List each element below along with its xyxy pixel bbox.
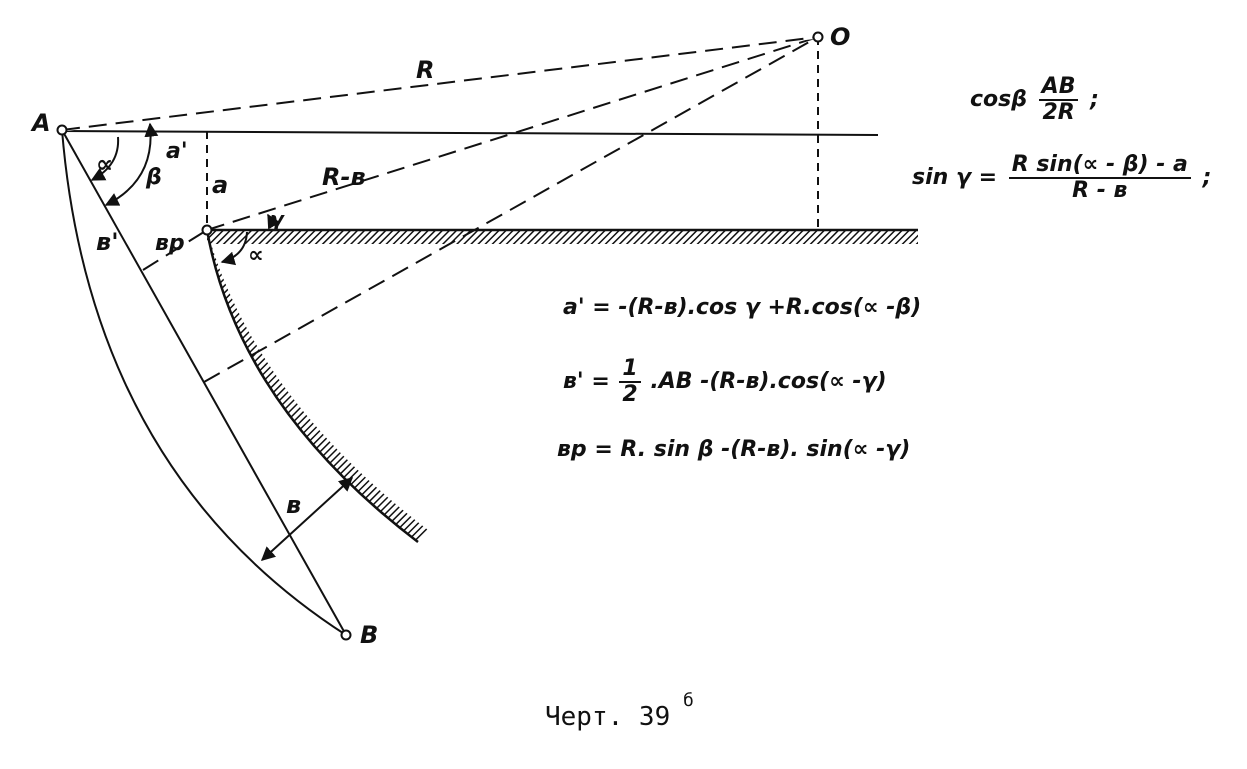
formula-cos-beta-end: ; <box>1090 87 1099 112</box>
label-beta: β <box>145 165 162 190</box>
formula-sin-gamma-end: ; <box>1202 165 1212 190</box>
ground-hatch-curve <box>207 230 428 542</box>
formula-b-prime-fraction: 1 2 <box>619 358 641 407</box>
formula-cos-beta-fraction: AB 2R <box>1038 76 1079 125</box>
curve-wall-edge <box>205 229 419 543</box>
dimension-b-arrow <box>260 477 354 561</box>
formula-sin-gamma-den: R - в <box>1072 178 1128 203</box>
formula-cos-beta: cosβ AB 2R ; <box>970 76 1099 124</box>
label-B: B <box>360 621 378 649</box>
label-R-minus-b: R-в <box>322 163 366 191</box>
dash-A-O-redraw <box>61 36 819 131</box>
label-alpha: ∝ <box>96 150 113 178</box>
formula-cos-beta-lhs: cosβ <box>970 87 1027 112</box>
label-a-prime: a' <box>166 139 188 164</box>
label-b-prime: в' <box>96 228 119 256</box>
arc-AB <box>61 129 347 636</box>
formula-cos-beta-num: AB <box>1038 76 1079 101</box>
formula-bp: вр = R. sin β -(R-в). sin(∝ -γ) <box>557 437 911 462</box>
formula-sin-gamma-num: R sin(∝ - β) - a <box>1008 154 1191 179</box>
angle-arc-gamma <box>267 213 281 230</box>
dash-chordmid-O <box>203 36 819 383</box>
angle-arc-beta <box>104 122 159 206</box>
label-gamma: γ <box>270 207 285 231</box>
label-R: R <box>416 56 434 84</box>
point-A-marker <box>56 124 68 136</box>
dash-perp-bp <box>142 229 208 271</box>
horizontal-line-A <box>61 130 879 136</box>
label-A: A <box>30 109 51 137</box>
ground-hatch-horizontal <box>207 229 918 244</box>
formula-b-prime-den: 2 <box>622 382 638 407</box>
point-O-marker <box>812 31 824 43</box>
formula-sin-gamma: sin γ = R sin(∝ - β) - a R - в ; <box>912 154 1211 202</box>
angle-arc-alpha-bp <box>220 231 248 266</box>
point-bp-marker <box>201 224 213 236</box>
caption-main: Черт. 39 <box>545 702 670 732</box>
label-alpha-bp: ∝ <box>248 243 264 268</box>
formula-cos-beta-den: 2R <box>1042 100 1075 125</box>
chord-AB <box>61 129 347 636</box>
formula-sin-gamma-lhs: sin γ = <box>912 165 998 190</box>
label-b: в <box>286 491 301 519</box>
formula-b-prime-num: 1 <box>619 358 641 383</box>
label-bp: вр <box>155 231 185 256</box>
formula-b-prime-lhs: в' = <box>563 369 610 394</box>
formula-a-prime: a' = -(R-в).cos γ +R.cos(∝ -β) <box>563 295 922 320</box>
formula-b-prime-rest: .AB -(R-в).cos(∝ -γ) <box>650 369 887 394</box>
formula-sin-gamma-fraction: R sin(∝ - β) - a R - в <box>1008 154 1191 203</box>
label-a: a <box>212 171 228 199</box>
point-B-marker <box>340 629 352 641</box>
caption-sup: б <box>683 690 694 711</box>
formula-b-prime: в' = 1 2 .AB -(R-в).cos(∝ -γ) <box>563 358 887 406</box>
label-O: O <box>830 23 850 51</box>
